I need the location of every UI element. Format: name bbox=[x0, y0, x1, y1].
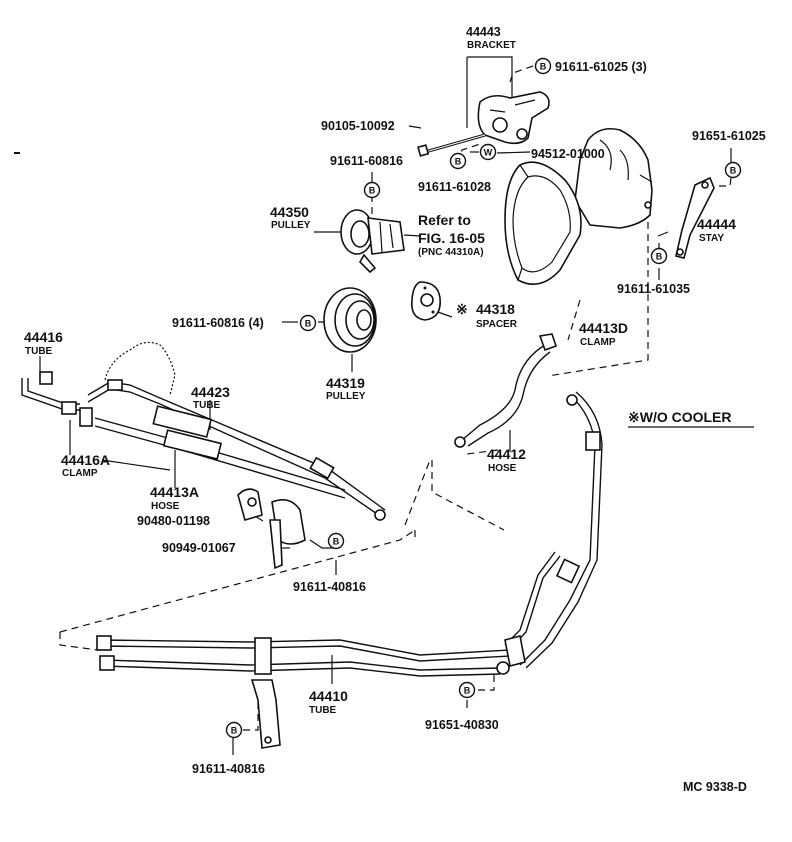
svg-text:B: B bbox=[656, 252, 663, 262]
label-90949-01067: 90949-01067 bbox=[162, 541, 236, 555]
label-tube-44410: TUBE bbox=[309, 705, 337, 716]
badge-b-91611-61035: B bbox=[650, 247, 668, 265]
tube-44410 bbox=[96, 635, 526, 749]
return-tube-right bbox=[504, 391, 603, 669]
badge-w-94512: W bbox=[479, 143, 497, 161]
badge-b-91651-40830: B bbox=[458, 681, 476, 699]
label-44319: 44319 bbox=[326, 375, 365, 391]
svg-text:B: B bbox=[231, 726, 238, 736]
label-hose-44412: HOSE bbox=[488, 463, 517, 474]
label-hose-44413A: HOSE bbox=[151, 501, 180, 512]
label-bracket: BRACKET bbox=[467, 40, 516, 51]
fastener-badges: B B W B B B B B B B bbox=[225, 57, 742, 739]
label-44413D: 44413D bbox=[579, 320, 628, 336]
bracket-44443 bbox=[477, 91, 550, 145]
label-91611-61028: 91611-61028 bbox=[418, 180, 491, 194]
label-pulley-44319: PULLEY bbox=[326, 391, 366, 402]
svg-text:B: B bbox=[540, 62, 547, 72]
label-91611-60816-4: 91611-60816 (4) bbox=[172, 316, 264, 330]
badge-b-91611-60816: B bbox=[363, 181, 381, 199]
label-tube-44423: TUBE bbox=[193, 400, 221, 411]
label-91611-60816: 91611-60816 bbox=[330, 154, 403, 168]
label-91611-40816-mid: 91611-40816 bbox=[293, 580, 366, 594]
badge-b-91611-40816-bot: B bbox=[225, 721, 243, 739]
label-90480-01198: 90480-01198 bbox=[137, 514, 210, 528]
badge-b-91611-60816-4: B bbox=[299, 314, 317, 332]
label-44416A: 44416A bbox=[61, 452, 110, 468]
refer-to-line1: Refer to bbox=[418, 212, 471, 228]
badge-b-91611-61028: B bbox=[449, 152, 467, 170]
bolt-90105 bbox=[417, 133, 486, 157]
svg-text:B: B bbox=[455, 157, 462, 167]
pump-body bbox=[574, 127, 653, 229]
stay-44444 bbox=[675, 176, 715, 259]
label-44423: 44423 bbox=[191, 384, 230, 400]
svg-text:W: W bbox=[484, 148, 493, 158]
label-91611-61025: 91611-61025 (3) bbox=[555, 60, 647, 74]
figure-code: MC 9338-D bbox=[683, 780, 747, 794]
badge-b-91651-61025: B bbox=[724, 161, 742, 179]
label-90105-10092: 90105-10092 bbox=[321, 119, 395, 133]
leader-lines bbox=[39, 56, 732, 755]
label-44413A: 44413A bbox=[150, 484, 199, 500]
svg-text:B: B bbox=[305, 319, 312, 329]
label-stay: STAY bbox=[699, 233, 724, 244]
label-44412: 44412 bbox=[487, 446, 526, 462]
engine-outline bbox=[104, 341, 176, 396]
badge-b-91611-40816-mid: B bbox=[327, 532, 345, 550]
label-44318-mark: ※ bbox=[456, 301, 468, 317]
spacer-44318 bbox=[410, 281, 442, 321]
tube-44416 bbox=[21, 371, 80, 415]
label-44443: 44443 bbox=[466, 25, 501, 39]
label-clamp-44416A: CLAMP bbox=[62, 468, 98, 479]
label-91651-61025: 91651-61025 bbox=[692, 129, 766, 143]
label-44410: 44410 bbox=[309, 688, 348, 704]
pulley-44319 bbox=[323, 287, 377, 353]
refer-to-line2: FIG. 16-05 bbox=[418, 230, 485, 246]
label-44416: 44416 bbox=[24, 329, 63, 345]
svg-text:B: B bbox=[730, 166, 737, 176]
hose-44412 bbox=[454, 333, 558, 448]
pulley-44350 bbox=[340, 209, 405, 274]
part-labels: 44443 BRACKET 91611-61025 (3) 90105-1009… bbox=[24, 25, 766, 794]
clamps-middle bbox=[237, 488, 306, 570]
badge-b-91611-61025: B bbox=[534, 57, 552, 75]
svg-text:B: B bbox=[333, 537, 340, 547]
label-wo-cooler: ※W/O COOLER bbox=[628, 409, 732, 425]
margin-mark bbox=[14, 152, 20, 154]
label-clamp-44413D: CLAMP bbox=[580, 337, 616, 348]
label-91651-40830: 91651-40830 bbox=[425, 718, 499, 732]
label-tube-44416: TUBE bbox=[25, 346, 53, 357]
drive-belt bbox=[504, 161, 582, 286]
label-44350: 44350 bbox=[270, 204, 309, 220]
label-91611-61035: 91611-61035 bbox=[617, 282, 690, 296]
label-pulley-44350: PULLEY bbox=[271, 220, 311, 231]
label-91611-40816-bot: 91611-40816 bbox=[192, 762, 265, 776]
svg-text:B: B bbox=[369, 186, 376, 196]
label-44318: 44318 bbox=[476, 301, 515, 317]
tube-44423 bbox=[79, 379, 386, 521]
label-44444: 44444 bbox=[697, 216, 736, 232]
label-94512-01000: 94512-01000 bbox=[531, 147, 605, 161]
svg-text:B: B bbox=[464, 686, 471, 696]
label-spacer: SPACER bbox=[476, 319, 518, 330]
refer-to-line3: (PNC 44310A) bbox=[418, 247, 484, 258]
